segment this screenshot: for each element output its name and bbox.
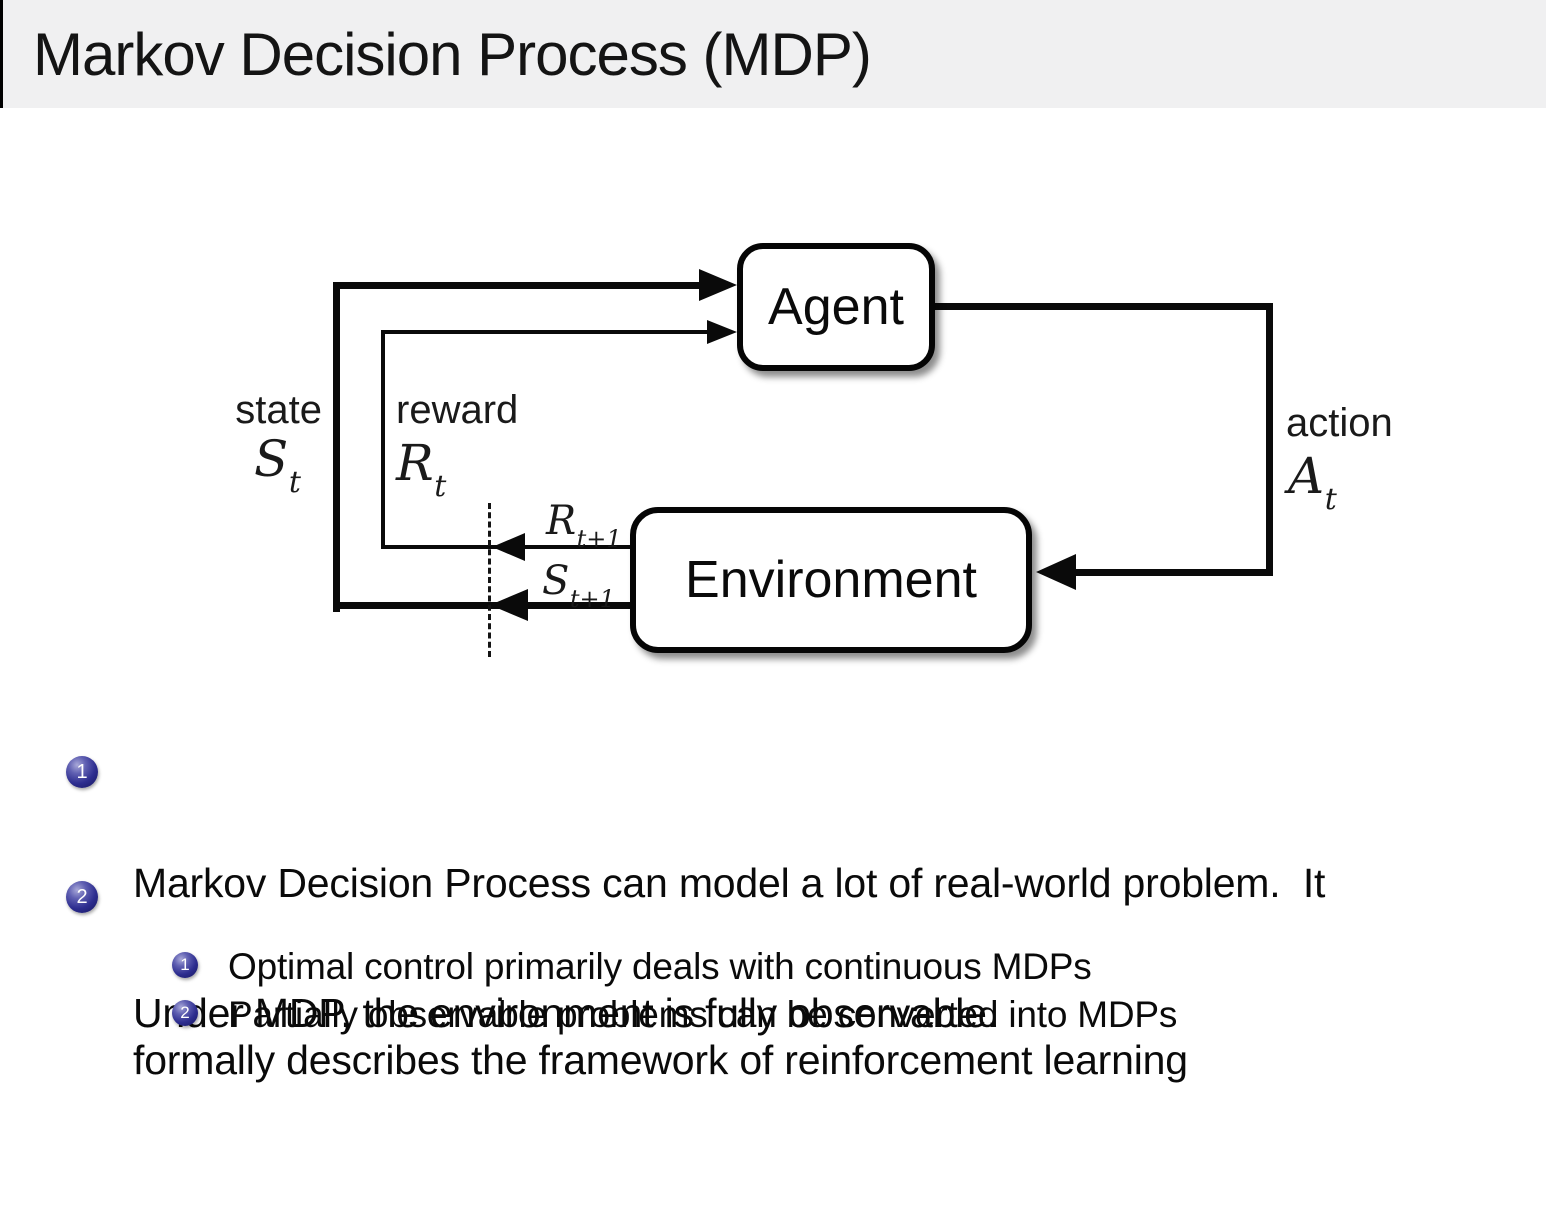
action-label: action <box>1286 401 1393 445</box>
environment-label: Environment <box>685 551 977 609</box>
state-label: state <box>235 388 322 432</box>
sub-bullet-item: Partially observable problems can be con… <box>228 994 1178 1035</box>
bullet-marker: 2 <box>66 881 98 913</box>
bullet-text-line: Under MDP, the environment is fully obse… <box>133 990 998 1036</box>
action-line-bottom <box>1072 569 1273 576</box>
agent-label: Agent <box>768 278 904 336</box>
reward-arrowhead-icon <box>707 320 737 344</box>
page-title: Markov Decision Process (MDP) <box>33 20 872 88</box>
bullet-text-line: formally describes the framework of rein… <box>133 1037 1188 1083</box>
agent-node: Agent <box>737 243 935 371</box>
next-reward-symbol: Rt+1 <box>546 498 622 553</box>
reward-feedback-line <box>381 330 385 549</box>
state-arrowhead-icon <box>699 269 737 301</box>
time-boundary-dashed-line <box>488 503 491 657</box>
sub-bullet-marker: 1 <box>172 952 198 978</box>
environment-node: Environment <box>630 507 1032 653</box>
bullet-item: Under MDP, the environment is fully obse… <box>133 866 1533 1161</box>
state-arrow-line <box>333 282 703 289</box>
next-state-arrowhead-icon <box>490 589 528 621</box>
action-line-top <box>935 303 1273 310</box>
title-bar: Markov Decision Process (MDP) <box>0 0 1546 108</box>
next-reward-arrowhead-icon <box>492 533 525 561</box>
next-state-symbol: St+1 <box>542 558 615 613</box>
bullet-item: Markov Decision Process can model a lot … <box>133 736 1533 1208</box>
reward-symbol: Rt <box>396 434 447 504</box>
action-arrowhead-icon <box>1036 554 1076 590</box>
sub-bullet-marker: 2 <box>172 1000 198 1026</box>
state-feedback-line <box>333 282 340 612</box>
action-line-vertical <box>1266 303 1273 576</box>
next-state-line <box>333 602 630 609</box>
state-symbol: St <box>254 430 301 500</box>
action-symbol: At <box>1288 447 1337 517</box>
mdp-diagram: Agent Environment state St reward Rt act… <box>235 243 1393 657</box>
bullet-text-line: Markov Decision Process can model a lot … <box>133 860 1326 906</box>
reward-arrow-line <box>381 330 711 334</box>
bullet-marker: 1 <box>66 756 98 788</box>
sub-bullet-item: Optimal control primarily deals with con… <box>228 946 1092 987</box>
reward-label: reward <box>396 388 519 432</box>
slide: Markov Decision Process (MDP) Agent Envi… <box>0 0 1546 1083</box>
